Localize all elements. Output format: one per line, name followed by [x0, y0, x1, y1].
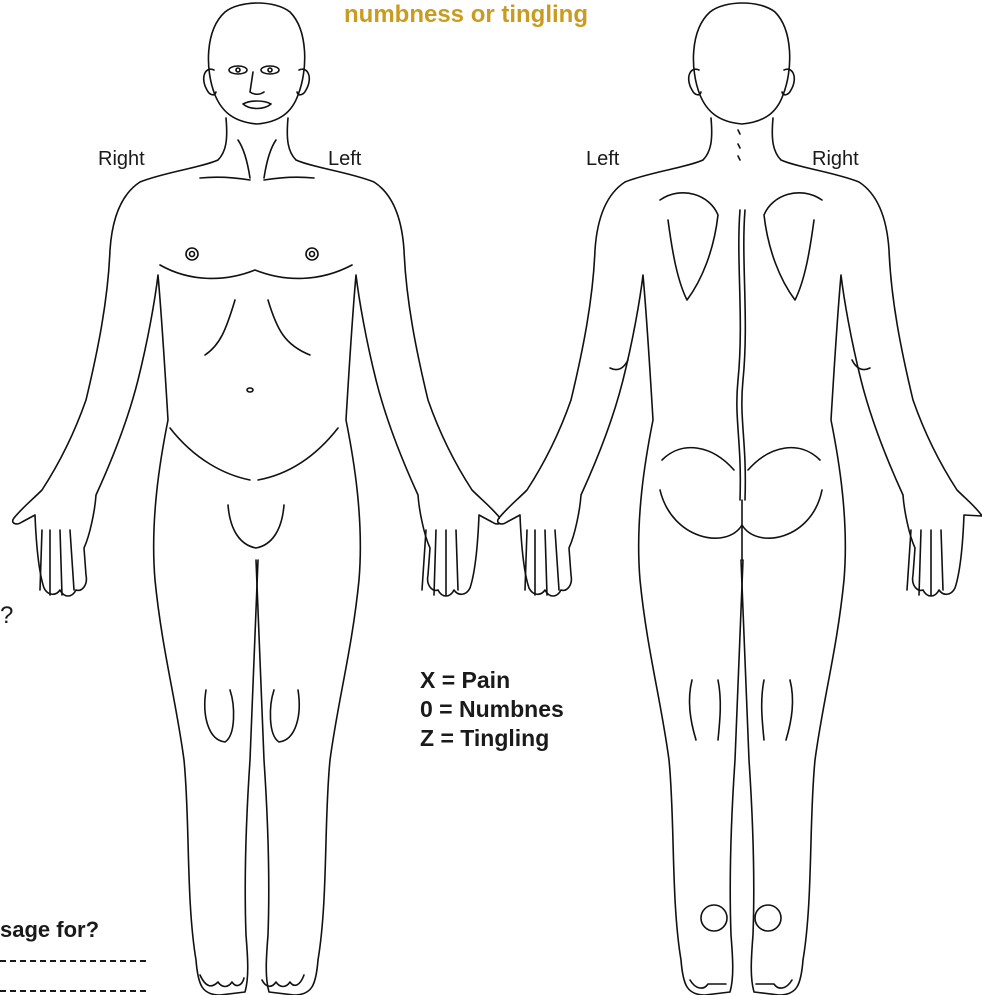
head-outline [208, 3, 304, 124]
back-body-figure-icon[interactable] [482, 0, 982, 995]
front-body-figure-icon[interactable] [0, 0, 500, 995]
head-outline [693, 3, 789, 124]
